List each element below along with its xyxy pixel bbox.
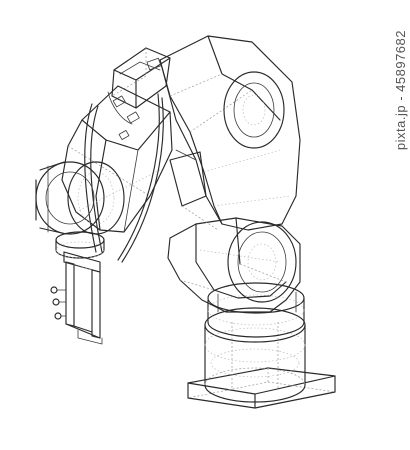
tool-flange — [55, 231, 105, 259]
gripper — [50, 251, 103, 345]
base-plate — [187, 367, 336, 409]
lower-arm — [167, 217, 301, 313]
wrist — [35, 161, 125, 235]
watermark-text: pixta.jp - 45897682 — [393, 30, 408, 151]
base-cylinder — [204, 307, 306, 403]
turret — [207, 282, 305, 338]
upper-arm — [159, 35, 301, 231]
motor-box — [111, 47, 171, 109]
